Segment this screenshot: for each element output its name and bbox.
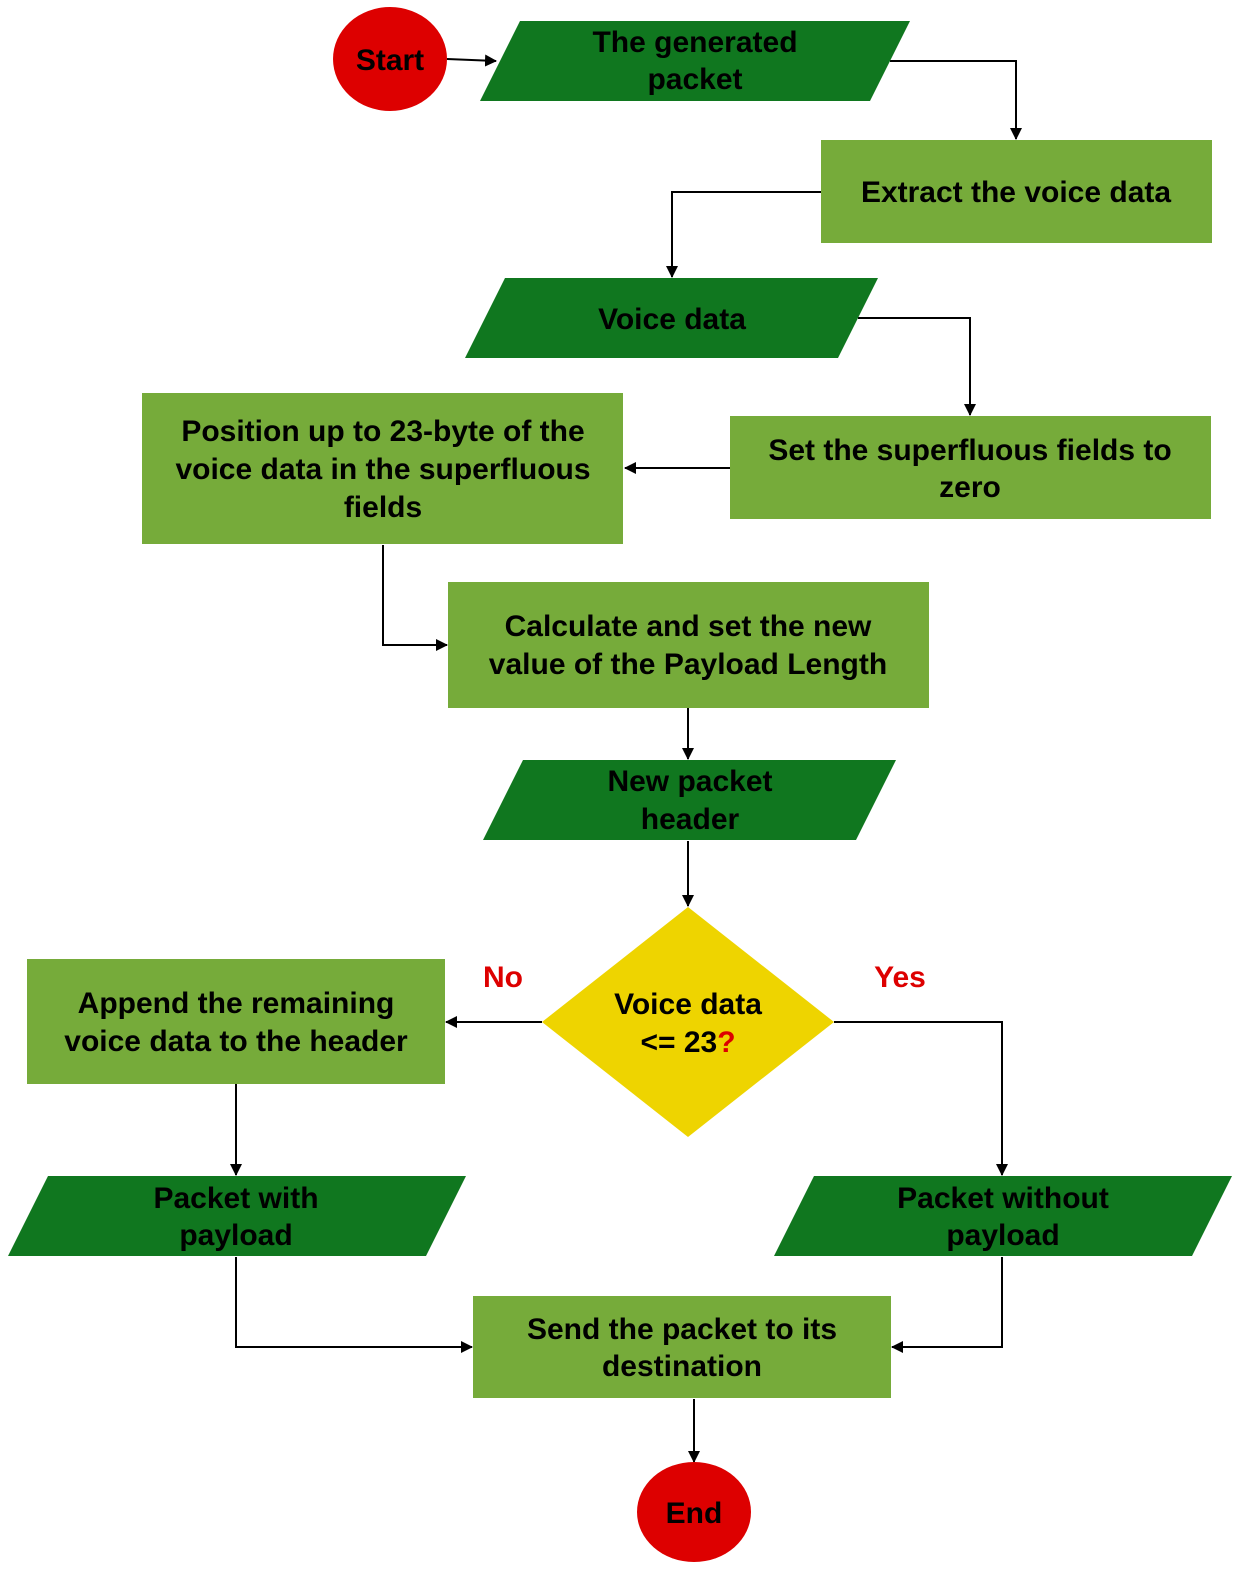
edge-with-payload-to-send — [235, 1257, 473, 1353]
position-label-line3: fields — [344, 491, 422, 524]
generated-packet-label-line2: packet — [647, 63, 742, 96]
position-process: Position up to 23-byte of the voice data… — [142, 393, 623, 544]
generated-packet-data: The generated packet — [480, 21, 910, 101]
send-shape — [473, 1296, 891, 1398]
with-payload-data: Packet with payload — [8, 1176, 466, 1256]
end-shape — [637, 1462, 751, 1562]
branch-label-yes: Yes — [874, 961, 926, 994]
edge-extract-to-voice-data — [666, 191, 821, 278]
new-header-shape — [483, 760, 896, 840]
without-payload-shape — [774, 1176, 1232, 1256]
with-payload-label-line2: payload — [179, 1219, 292, 1252]
decision-label-line2: <= 23? — [640, 1026, 735, 1059]
send-process: Send the packet to its destination — [473, 1296, 891, 1398]
generated-packet-shape — [480, 21, 910, 101]
new-header-label-line1: New packet — [607, 765, 772, 798]
edge-start-to-generated-packet — [446, 54, 497, 67]
decision-shape — [542, 907, 834, 1137]
position-label-line2: voice data in the superfluous — [175, 453, 590, 486]
without-payload-label-line1: Packet without — [897, 1182, 1109, 1215]
calculate-label-line1: Calculate and set the new — [505, 610, 872, 643]
append-label-line2: voice data to the header — [64, 1025, 408, 1058]
calculate-shape — [448, 582, 929, 708]
send-label-line1: Send the packet to its — [527, 1313, 837, 1346]
edge-voice-data-to-set-fields — [858, 317, 976, 416]
decision-label-line1: Voice data — [614, 988, 762, 1021]
without-payload-label-line2: payload — [946, 1219, 1059, 1252]
decision-diamond: Voice data <= 23? — [542, 907, 834, 1137]
generated-packet-label-line1: The generated — [592, 26, 797, 59]
set-fields-shape — [730, 416, 1211, 519]
extract-label: Extract the voice data — [861, 176, 1171, 209]
edge-decision-to-without-payload — [834, 1021, 1008, 1176]
end-terminal: End — [637, 1462, 751, 1562]
start-terminal: Start — [333, 7, 447, 111]
with-payload-shape — [8, 1176, 466, 1256]
connectors — [230, 54, 1022, 1463]
new-header-label-line2: header — [641, 803, 740, 836]
voice-data-shape — [465, 278, 878, 358]
start-shape — [333, 7, 447, 111]
extract-shape — [821, 140, 1212, 243]
position-shape — [142, 393, 623, 544]
set-fields-process: Set the superfluous fields to zero — [730, 416, 1211, 519]
set-fields-label-line1: Set the superfluous fields to — [768, 434, 1171, 467]
position-label-line1: Position up to 23-byte of the — [181, 415, 584, 448]
without-payload-data: Packet without payload — [774, 1176, 1232, 1256]
end-label: End — [666, 1497, 723, 1530]
voice-data-data: Voice data — [465, 278, 878, 358]
start-label: Start — [356, 44, 424, 77]
edge-without-payload-to-send — [891, 1257, 1003, 1353]
decision-condition: <= 23 — [640, 1026, 717, 1059]
new-header-data: New packet header — [483, 760, 896, 840]
send-label-line2: destination — [602, 1350, 762, 1383]
with-payload-label-line1: Packet with — [153, 1182, 318, 1215]
calculate-label-line2: value of the Payload Length — [489, 648, 887, 681]
branch-label-no: No — [483, 961, 523, 994]
append-shape — [27, 959, 445, 1084]
calculate-process: Calculate and set the new value of the P… — [448, 582, 929, 708]
append-process: Append the remaining voice data to the h… — [27, 959, 445, 1084]
append-label-line1: Append the remaining — [78, 987, 395, 1020]
set-fields-label-line2: zero — [939, 471, 1001, 504]
decision-question-mark: ? — [717, 1026, 735, 1059]
edge-generated-packet-to-extract — [890, 60, 1022, 140]
voice-data-label: Voice data — [598, 303, 746, 336]
edge-position-to-calculate — [382, 545, 448, 651]
extract-process: Extract the voice data — [821, 140, 1212, 243]
